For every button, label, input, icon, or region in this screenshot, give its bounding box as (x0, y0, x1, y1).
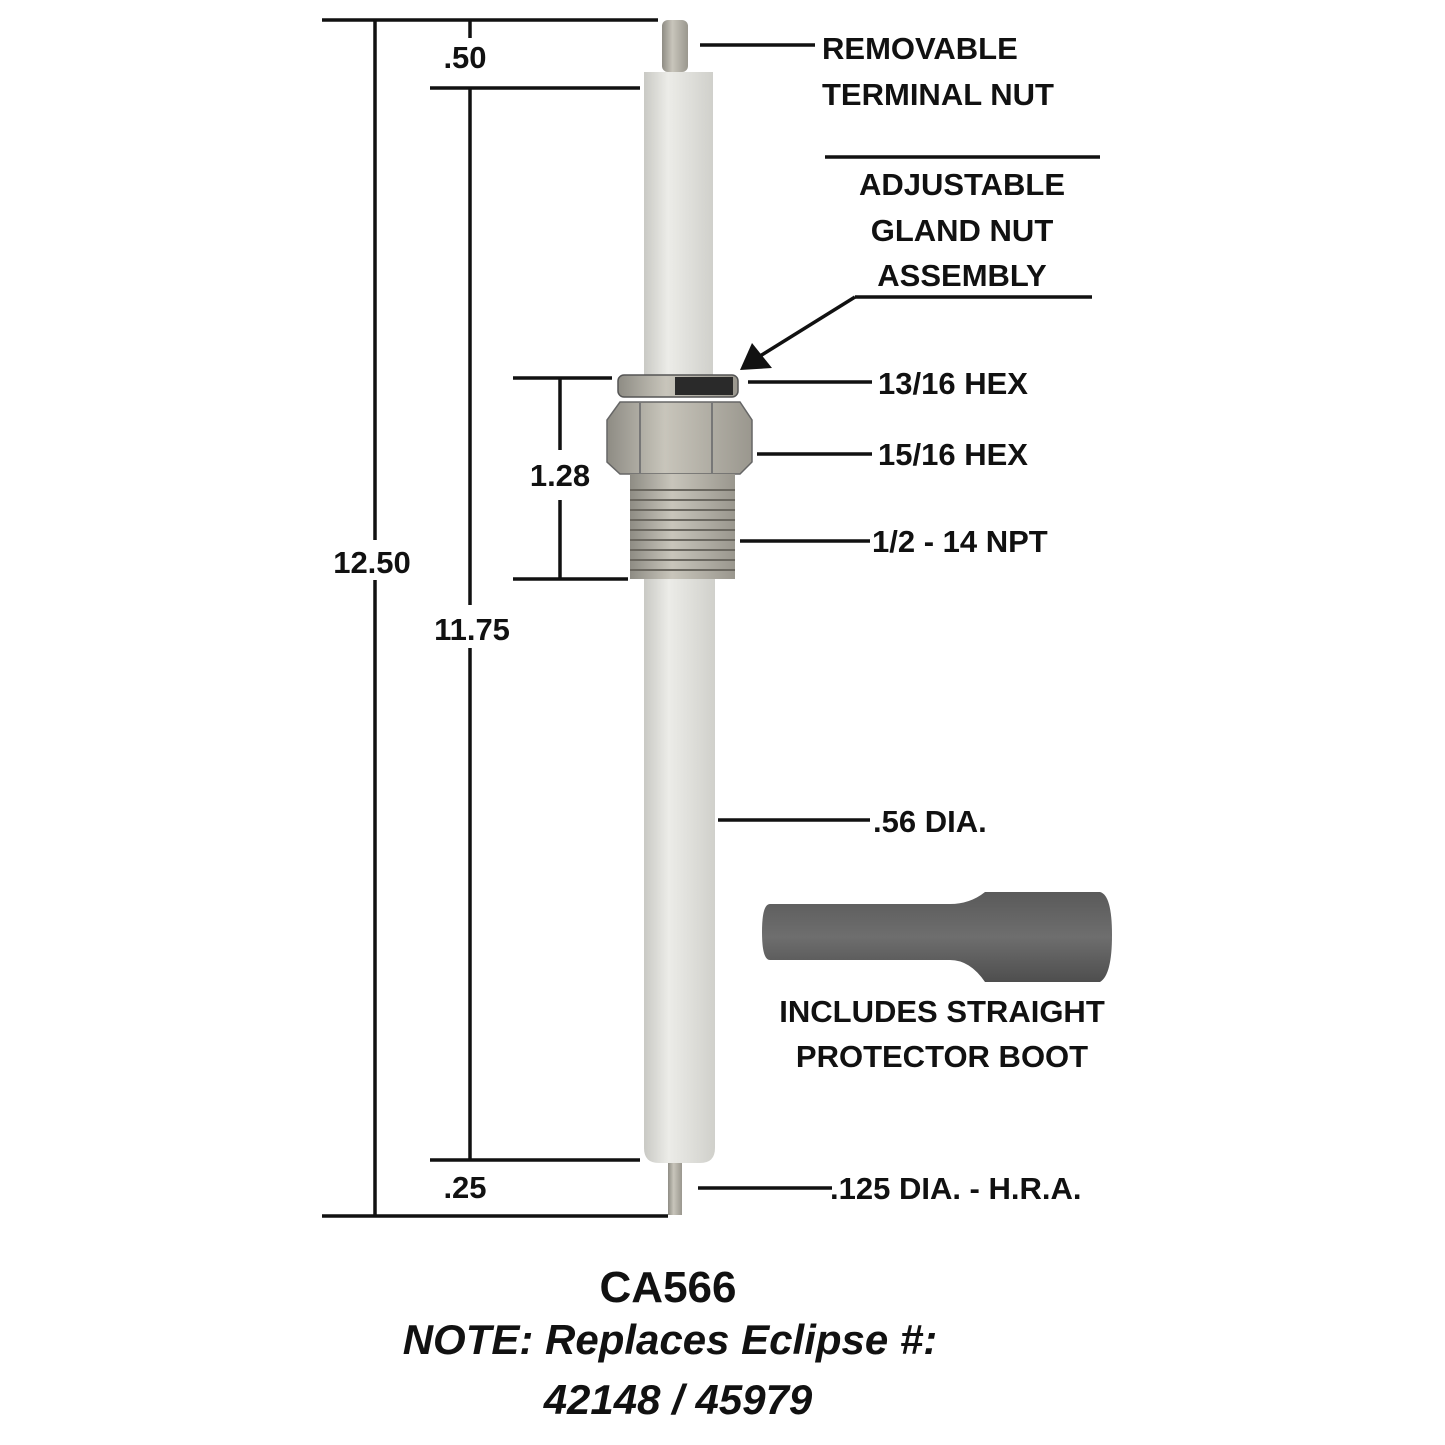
dim-porcelain-length: 11.75 (434, 612, 510, 647)
callout-thread: 1/2 - 14 NPT (872, 524, 1048, 559)
callout-tip: .125 DIA. - H.R.A. (830, 1171, 1082, 1206)
dim-overall-length: 12.50 (333, 545, 411, 580)
protector-boot (762, 892, 1112, 982)
callout-gland-nut-1: ADJUSTABLE (859, 167, 1065, 202)
part-number: CA566 (600, 1263, 737, 1312)
hex-body (606, 401, 753, 475)
gland-nut-dark-band (675, 377, 733, 395)
dim-tip-length: .25 (443, 1170, 486, 1205)
dimension-lines (322, 18, 668, 1218)
terminal-nut (662, 20, 688, 72)
electrode (606, 20, 753, 1215)
callout-diameter: .56 DIA. (873, 804, 987, 839)
dim-fitting-length: 1.28 (530, 458, 590, 493)
callout-hex-large: 15/16 HEX (878, 437, 1028, 472)
callout-terminal-nut-2: TERMINAL NUT (822, 77, 1054, 112)
arrow-head-icon (740, 343, 772, 370)
callout-hex-small: 13/16 HEX (878, 366, 1028, 401)
replacement-note: NOTE: Replaces Eclipse #: (403, 1316, 938, 1363)
boot-caption-2: PROTECTOR BOOT (796, 1039, 1088, 1074)
tip-rod (668, 1163, 682, 1215)
callout-terminal-nut-1: REMOVABLE (822, 31, 1018, 66)
callout-leaders (698, 43, 1100, 1190)
callout-gland-nut-2: GLAND NUT (871, 213, 1054, 248)
dim-terminal-length: .50 (443, 40, 486, 75)
boot-caption-1: INCLUDES STRAIGHT (779, 994, 1105, 1029)
lower-porcelain (644, 579, 715, 1163)
replacement-part-numbers: 42148 / 45979 (543, 1376, 813, 1423)
upper-porcelain (644, 72, 713, 380)
callout-gland-nut-3: ASSEMBLY (877, 258, 1047, 293)
npt-thread (630, 474, 735, 579)
